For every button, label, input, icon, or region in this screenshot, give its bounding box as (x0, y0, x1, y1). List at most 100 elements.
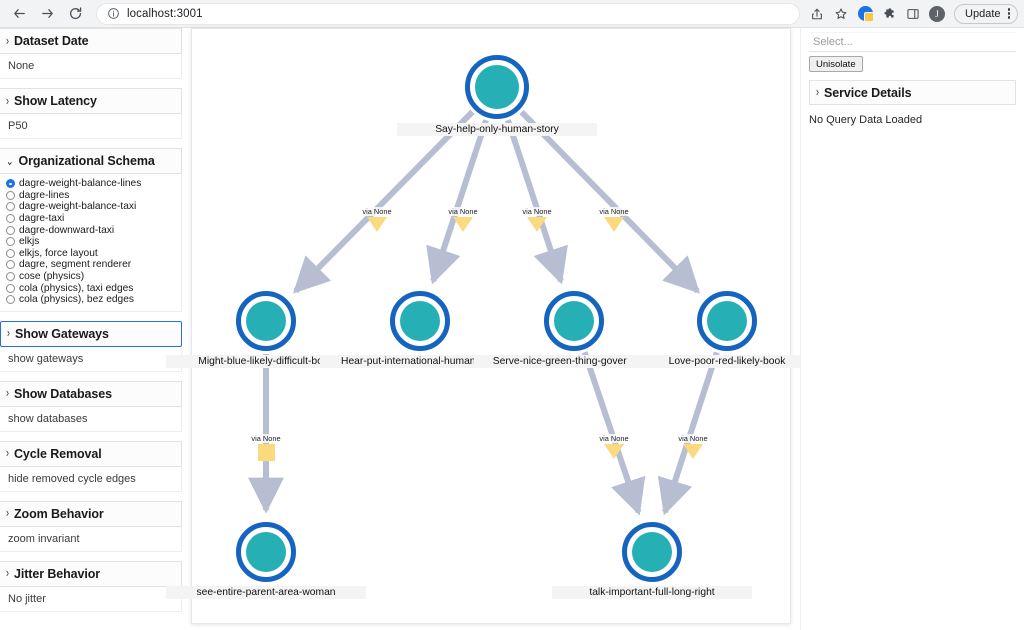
radio-icon[interactable] (6, 248, 15, 258)
graph-edge[interactable] (657, 351, 720, 516)
gateway-label: via None (507, 207, 567, 216)
gateway-icon[interactable] (683, 444, 703, 459)
graph-edge[interactable] (581, 351, 646, 516)
panel-value-row[interactable]: hide removed cycle edges (0, 466, 182, 492)
gateway-icon[interactable] (604, 444, 624, 459)
node-core[interactable] (632, 532, 672, 572)
panel-value-row[interactable]: P50 (0, 114, 182, 139)
graph-edge[interactable] (292, 109, 475, 294)
address-bar[interactable]: localhost:3001 (96, 2, 801, 25)
kebab-menu-icon[interactable] (1005, 8, 1014, 19)
graph-edge[interactable] (519, 109, 701, 294)
no-query-data-text: No Query Data Loaded (809, 114, 923, 126)
chevron-right-icon: › (6, 505, 9, 520)
radio-icon[interactable] (6, 260, 15, 270)
radio-icon[interactable] (6, 202, 15, 212)
site-info-icon[interactable] (107, 7, 120, 20)
panel-title: Show Latency (14, 94, 97, 108)
schema-option-label: dagre-taxi (19, 213, 65, 225)
schema-option-dagre-lines[interactable]: dagre-lines (6, 190, 175, 202)
service-select-input[interactable]: Select... (809, 32, 1016, 52)
node-core[interactable] (554, 301, 594, 341)
node-label: see-entire-parent-area-woman (166, 586, 366, 599)
panel-header-dataset-date[interactable]: ›Dataset Date (0, 28, 182, 54)
schema-option-cola-physics-taxi-edges[interactable]: cola (physics), taxi edges (6, 282, 175, 294)
schema-option-dagre-taxi[interactable]: dagre-taxi (6, 213, 175, 225)
panel-header-show-databases[interactable]: ›Show Databases (0, 380, 182, 407)
node-core[interactable] (246, 301, 286, 341)
panel-value-row[interactable]: None (0, 54, 182, 79)
select-placeholder: Select... (813, 36, 853, 48)
panel-header-jitter-behavior[interactable]: ›Jitter Behavior (0, 560, 182, 587)
radio-icon[interactable] (6, 237, 15, 247)
node-label: Might-blue-likely-difficult-book (166, 355, 366, 368)
avatar-initial: J (929, 5, 946, 22)
panel-value: None (8, 60, 35, 72)
graph-edge[interactable] (426, 119, 489, 285)
node-label: Serve-nice-green-thing-government (474, 355, 674, 368)
radio-icon[interactable] (6, 295, 15, 305)
schema-option-dagre-downward-taxi[interactable]: dagre-downward-taxi (6, 224, 175, 236)
schema-option-cola-physics-bez-edges[interactable]: cola (physics), bez edges (6, 294, 175, 306)
schema-option-label: dagre, segment renderer (19, 259, 132, 271)
node-core[interactable] (400, 301, 440, 341)
node-core[interactable] (246, 532, 286, 572)
panel-value: show gateways (8, 352, 84, 365)
schema-option-dagre-segment-renderer[interactable]: dagre, segment renderer (6, 259, 175, 271)
unisolate-button[interactable]: Unisolate (809, 56, 863, 72)
schema-option-elkjs[interactable]: elkjs (6, 236, 175, 248)
extension-icon[interactable] (854, 3, 876, 25)
panel-value-row[interactable]: No jitter (0, 586, 182, 612)
gateway-icon[interactable] (453, 217, 473, 232)
gateway-label: via None (236, 434, 296, 443)
panel-zoom-behavior: ›Zoom Behavior zoom invariant (0, 500, 182, 552)
chrome-toolbar-right: J Update (806, 3, 1024, 25)
panel-value: P50 (8, 120, 28, 132)
schema-option-cose-physics[interactable]: cose (physics) (6, 271, 175, 283)
gateway-icon[interactable] (604, 217, 624, 232)
panel-value-row[interactable]: zoom invariant (0, 526, 182, 552)
panel-title: Dataset Date (14, 34, 89, 48)
schema-option-dagre-weight-balance-taxi[interactable]: dagre-weight-balance-taxi (6, 201, 175, 213)
schema-option-dagre-weight-balance-lines[interactable]: dagre-weight-balance-lines (6, 178, 175, 190)
radio-icon[interactable] (6, 214, 15, 224)
panel-header-show-gateways[interactable]: ›Show Gateways (0, 320, 182, 347)
panel-header-show-latency[interactable]: ›Show Latency (0, 88, 182, 114)
forward-arrow-icon[interactable] (34, 2, 60, 26)
radio-icon[interactable] (6, 190, 15, 200)
share-icon[interactable] (806, 3, 828, 25)
sidebar-panel-icon[interactable] (902, 3, 924, 25)
radio-icon[interactable] (6, 179, 15, 189)
schema-option-elkjs-force-layout[interactable]: elkjs, force layout (6, 248, 175, 260)
radio-icon[interactable] (6, 283, 15, 293)
schema-option-label: dagre-lines (19, 189, 70, 201)
gateway-icon[interactable] (527, 217, 547, 232)
panel-value: zoom invariant (8, 532, 80, 545)
node-label: Hear-put-international-human-nam (320, 355, 520, 368)
back-arrow-icon[interactable] (6, 2, 32, 26)
radio-icon[interactable] (6, 225, 15, 235)
panel-header-organizational-schema[interactable]: ⌄Organizational Schema (0, 148, 182, 174)
update-button[interactable]: Update (954, 3, 1018, 24)
chevron-right-icon: › (816, 84, 819, 99)
star-icon[interactable] (830, 3, 852, 25)
service-details-header[interactable]: › Service Details (809, 80, 1016, 105)
puzzle-piece-icon[interactable] (878, 3, 900, 25)
graph-edge[interactable] (505, 119, 568, 285)
node-core[interactable] (707, 301, 747, 341)
panel-value-row[interactable]: show gateways (0, 346, 182, 372)
node-label: Say-help-only-human-story (397, 123, 597, 136)
radio-icon[interactable] (6, 272, 15, 282)
panel-header-zoom-behavior[interactable]: ›Zoom Behavior (0, 500, 182, 527)
node-label: Love-poor-red-likely-book (627, 355, 827, 368)
gateway-icon[interactable] (367, 217, 387, 232)
avatar[interactable]: J (926, 3, 948, 25)
panel-header-cycle-removal[interactable]: ›Cycle Removal (0, 440, 182, 467)
gateway-icon[interactable] (257, 444, 275, 461)
node-core[interactable] (475, 65, 519, 109)
panel-value-row[interactable]: show databases (0, 406, 182, 432)
reload-icon[interactable] (62, 2, 88, 26)
